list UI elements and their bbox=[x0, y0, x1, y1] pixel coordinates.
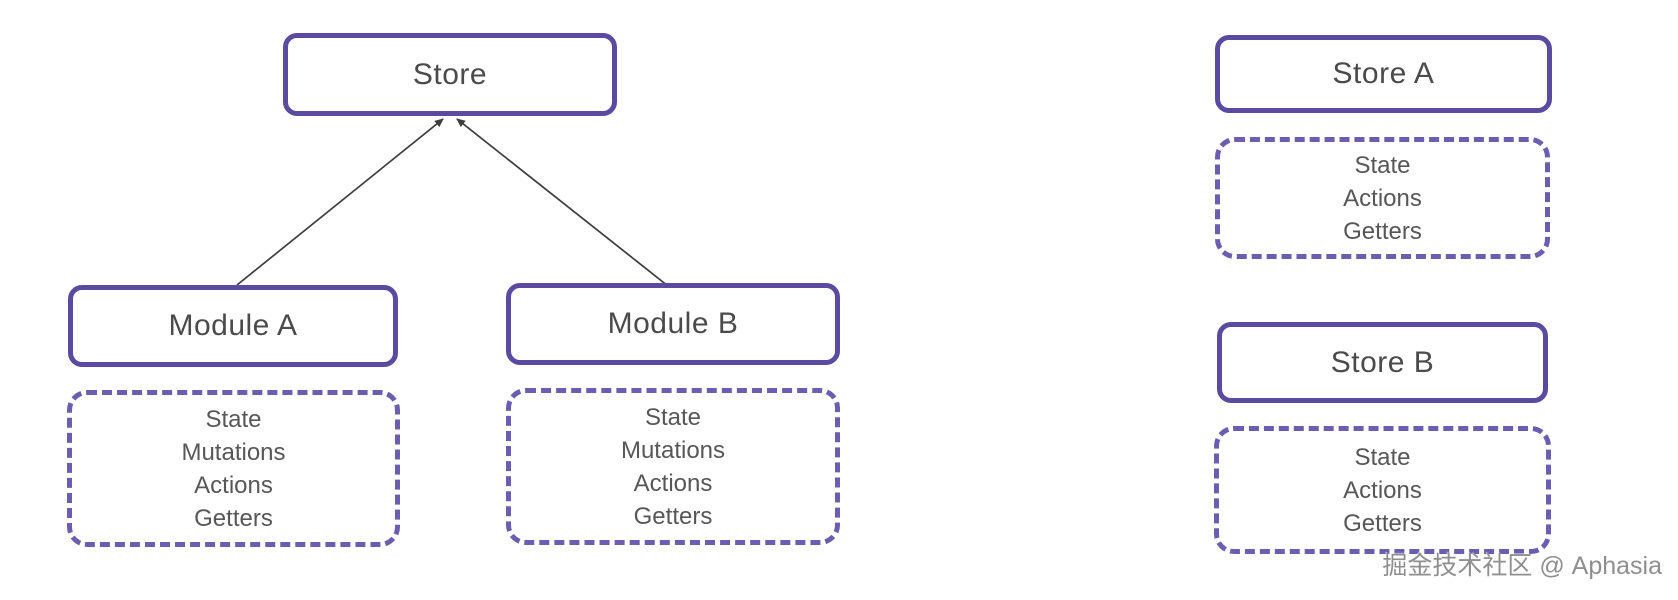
watermark-text: 掘金技术社区 @ Aphasia bbox=[1382, 552, 1662, 580]
store-a-node: Store A bbox=[1215, 35, 1552, 113]
store-a-item-getters: Getters bbox=[1343, 217, 1422, 245]
store-b-item-getters: Getters bbox=[1343, 509, 1422, 537]
arrow-module-a-to-store bbox=[236, 118, 444, 286]
module-a-contents: State Mutations Actions Getters bbox=[67, 390, 400, 547]
module-b-item-state: State bbox=[644, 403, 702, 431]
module-a-item-mutations: Mutations bbox=[181, 438, 286, 466]
store-a-item-actions: Actions bbox=[1343, 184, 1422, 212]
module-b-node: Module B bbox=[506, 283, 840, 365]
module-a-item-state: State bbox=[205, 405, 262, 433]
module-a-label: Module A bbox=[168, 309, 298, 342]
store-b-label: Store B bbox=[1330, 345, 1435, 379]
module-b-contents: State Mutations Actions Getters bbox=[506, 388, 840, 545]
store-b-contents: State Actions Getters bbox=[1214, 426, 1551, 554]
store-a-item-state: State bbox=[1354, 151, 1411, 179]
module-a-item-getters: Getters bbox=[194, 504, 273, 532]
store-a-contents: State Actions Getters bbox=[1215, 137, 1550, 259]
module-a-node: Module A bbox=[68, 285, 398, 367]
arrow-module-b-to-store bbox=[456, 118, 669, 287]
store-b-node: Store B bbox=[1217, 322, 1548, 403]
store-b-item-actions: Actions bbox=[1343, 476, 1422, 504]
store-a-label: Store A bbox=[1332, 57, 1435, 90]
store-node: Store bbox=[283, 33, 617, 116]
module-b-item-actions: Actions bbox=[633, 469, 713, 497]
module-b-item-getters: Getters bbox=[633, 502, 713, 530]
store-b-item-state: State bbox=[1354, 443, 1411, 471]
store-label: Store bbox=[412, 57, 488, 91]
module-b-label: Module B bbox=[607, 307, 739, 340]
module-a-item-actions: Actions bbox=[194, 471, 273, 499]
module-b-item-mutations: Mutations bbox=[620, 436, 726, 464]
